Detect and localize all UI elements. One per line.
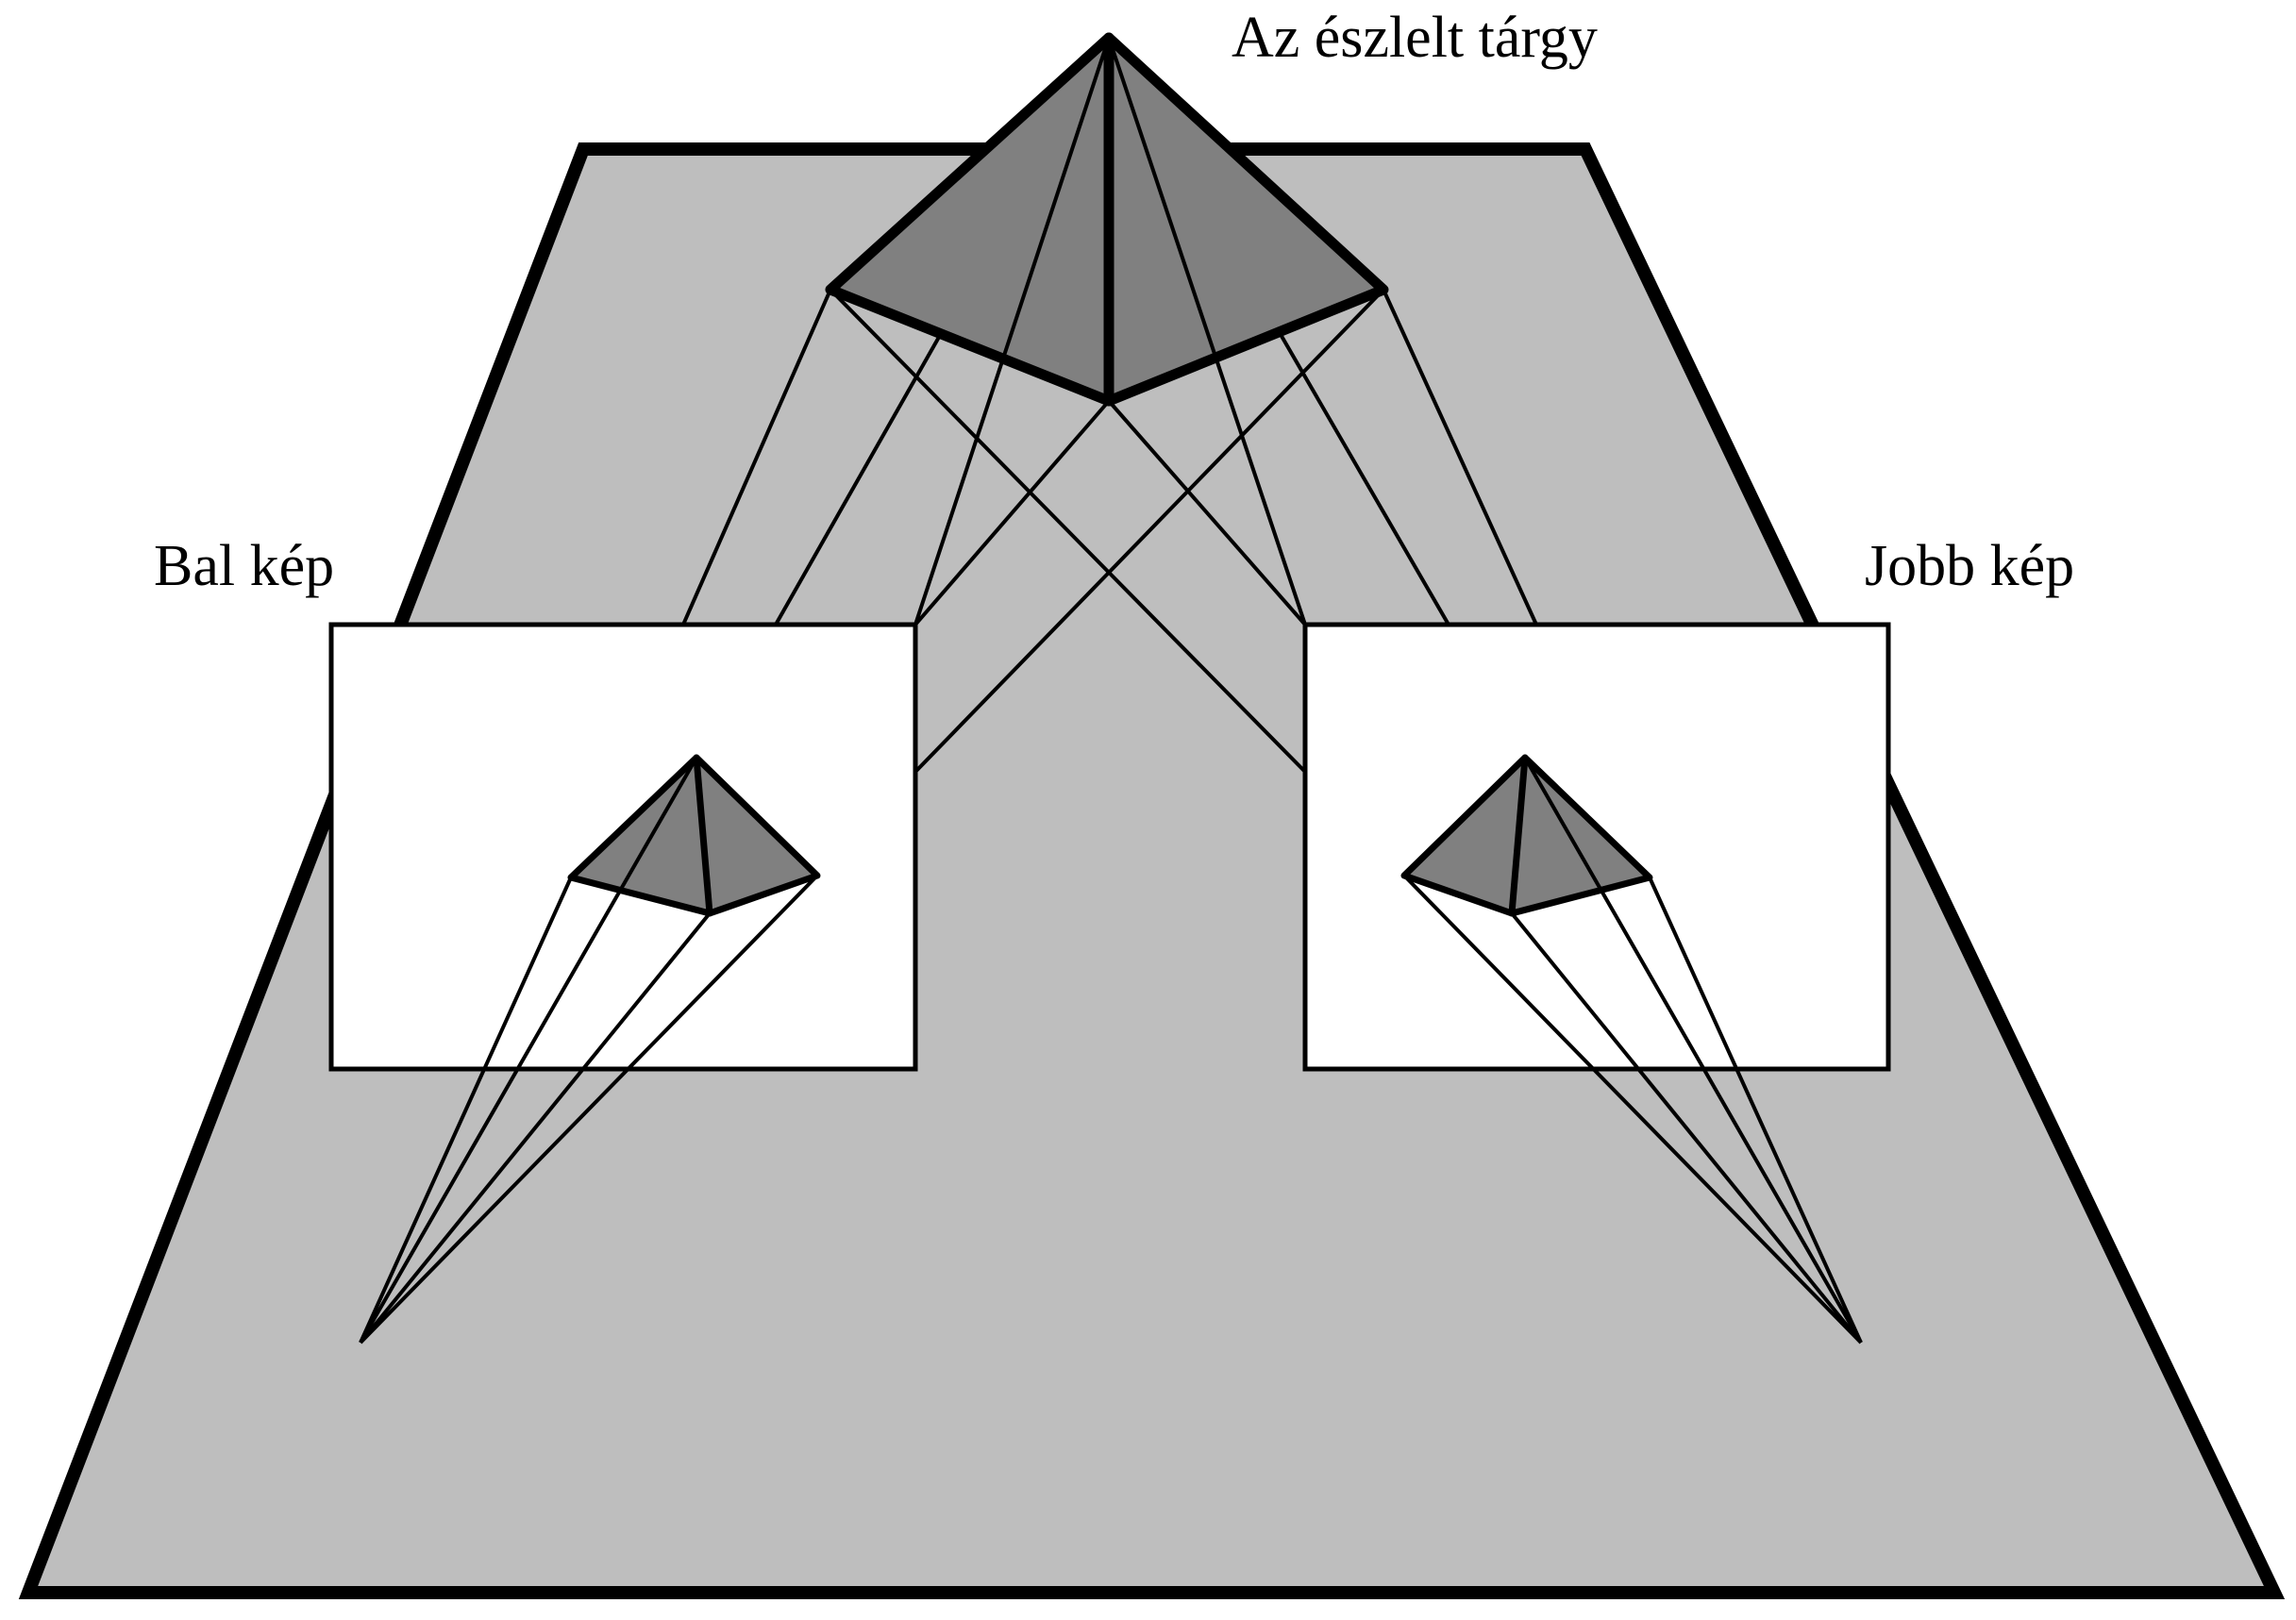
label-right-image: Jobb kép [1865,534,2074,598]
label-left-image: Bal kép [154,534,334,598]
label-perceived-object: Az észlelt tárgy [1232,6,1598,70]
